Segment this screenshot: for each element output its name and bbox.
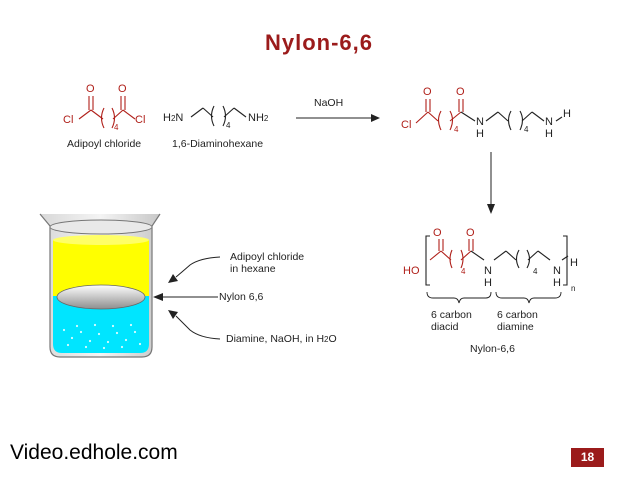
- product-atom-o-1: O: [423, 86, 432, 98]
- product-atom-cl: Cl: [401, 119, 412, 131]
- amide-product-structure: [415, 99, 563, 131]
- product-atom-h-2: H: [545, 128, 553, 140]
- page-number-badge: 18: [571, 448, 604, 467]
- slide-title: Nylon-6,6: [264, 30, 374, 55]
- polymer-atom-n-2: N: [553, 265, 561, 277]
- polymer-structure: [425, 235, 569, 304]
- polymer-name: Nylon-6,6: [470, 343, 515, 355]
- product-atom-o-2: O: [456, 86, 465, 98]
- subscript-4-diamine: 4: [226, 121, 231, 130]
- beaker-label-bottom: Diamine, NaOH, in H2O: [226, 333, 337, 345]
- polymer-subscript-4b: 4: [533, 267, 538, 276]
- polymer-atom-h-1: H: [484, 277, 492, 289]
- polymer-atom-h-2: H: [553, 277, 561, 289]
- product-subscript-4b: 4: [524, 125, 529, 134]
- atom-o-2: O: [118, 83, 127, 95]
- product-subscript-4a: 4: [454, 125, 459, 134]
- atom-o-1: O: [86, 83, 95, 95]
- footer-site: Video.edhole.com: [10, 441, 178, 464]
- product-atom-h-3: H: [563, 108, 571, 120]
- beaker-illustration: [39, 213, 161, 358]
- down-arrow: [487, 152, 495, 214]
- reagent2-name: 1,6-Diaminohexane: [172, 138, 264, 150]
- polymer-subscript-4a: 4: [461, 267, 466, 276]
- atom-nh2: NH2: [248, 112, 269, 124]
- adipoyl-chloride-structure: [78, 96, 136, 129]
- atom-cl-2: Cl: [135, 114, 146, 126]
- reaction-arrow: [296, 114, 380, 122]
- polymer-atom-n-1: N: [484, 265, 492, 277]
- polymer-atom-o-1: O: [433, 227, 442, 239]
- polymer-atom-ho: HO: [403, 265, 420, 277]
- atom-cl-1: Cl: [63, 114, 74, 126]
- polymer-subscript-n: n: [571, 284, 576, 293]
- atom-h2n: H2N: [163, 112, 184, 124]
- product-atom-n-2: N: [545, 116, 553, 128]
- product-atom-n-1: N: [476, 116, 484, 128]
- beaker-pointers: [162, 256, 221, 340]
- product-atom-h-1: H: [476, 128, 484, 140]
- diaminohexane-structure: [190, 105, 247, 127]
- condition-naoh: NaOH: [314, 97, 344, 109]
- beaker-label-middle: Nylon 6,6: [219, 291, 264, 303]
- reagent1-name: Adipoyl chloride: [67, 138, 142, 150]
- polymer-atom-o-2: O: [466, 227, 475, 239]
- polymer-atom-h-3: H: [570, 257, 578, 269]
- subscript-4-adipoyl: 4: [114, 123, 119, 132]
